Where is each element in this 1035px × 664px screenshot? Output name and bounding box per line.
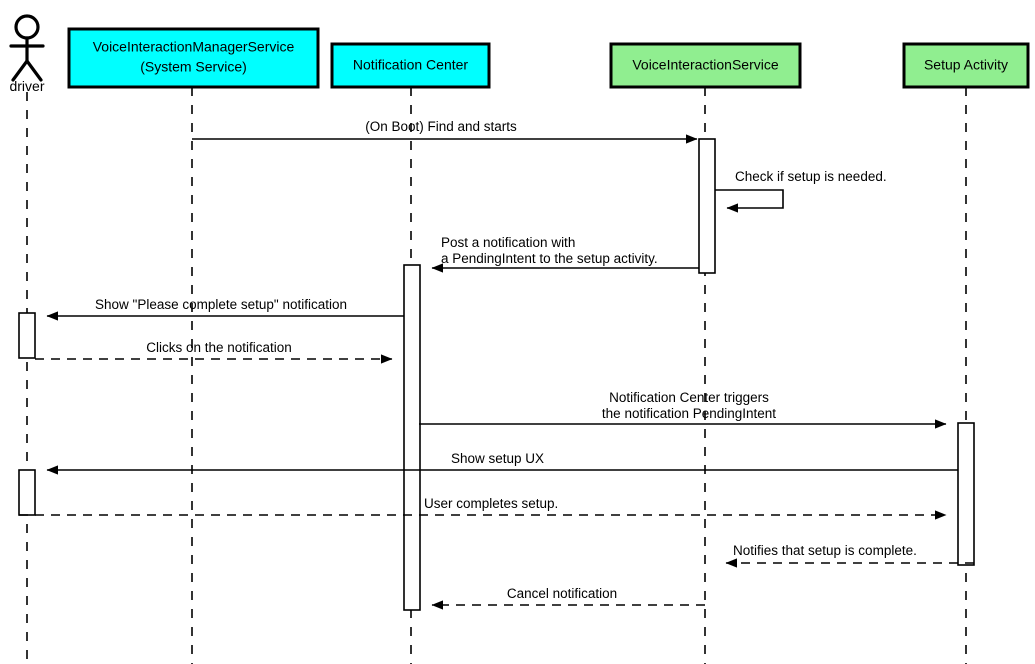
participant-box-voiceinteractionservice [609, 42, 802, 89]
actor-head-icon [14, 14, 40, 40]
participant-box-setup-activity [902, 42, 1030, 89]
message-cancel-notification[interactable]: Cancel notification [431, 586, 705, 610]
participant-label-voiceinteractionservice: VoiceInteractionService [632, 57, 779, 73]
message-label-4: Show "Please complete setup" notificatio… [95, 297, 347, 312]
participant-label-vims-line1: VoiceInteractionManagerService [93, 39, 295, 55]
message-label-9: Notifies that setup is complete. [733, 543, 917, 558]
message-show-please-complete-setup-notification[interactable]: Show "Please complete setup" notificatio… [46, 297, 404, 321]
activation-notification-center-1 [403, 264, 421, 611]
participant-voiceinteractionservice[interactable]: VoiceInteractionService [609, 42, 802, 89]
message-label-3-line2: a PendingIntent to the setup activity. [441, 251, 658, 266]
message-notifies-that-setup-is-complete[interactable]: Notifies that setup is complete. [725, 543, 974, 568]
participant-driver[interactable]: driver [9, 14, 45, 94]
message-label-6-line1: Notification Center triggers [609, 390, 769, 405]
message-user-completes-setup[interactable]: User completes setup. [19, 496, 947, 520]
message-show-setup-ux[interactable]: Show setup UX [46, 451, 958, 475]
message-label-8: User completes setup. [424, 496, 558, 511]
participant-label-driver: driver [9, 78, 44, 94]
activation-driver-2 [18, 469, 36, 516]
message-label-5: Clicks on the notification [146, 340, 292, 355]
actor-leg-left-icon [11, 59, 29, 82]
participant-box-vims [67, 27, 320, 89]
participant-notification-center[interactable]: Notification Center [330, 42, 491, 89]
message-label-7: Show setup UX [451, 451, 544, 466]
actor-leg-right-icon [25, 59, 43, 82]
participant-setup-activity[interactable]: Setup Activity [902, 42, 1030, 89]
message-clicks-on-the-notification[interactable]: Clicks on the notification [35, 340, 393, 364]
activation-driver-1 [18, 312, 36, 359]
activation-setup-activity-1 [957, 422, 975, 566]
message-notification-center-triggers-pendingintent[interactable]: Notification Center triggers the notific… [419, 390, 947, 429]
activations-group [18, 138, 975, 611]
activation-voiceinteractionservice-1 [698, 138, 716, 274]
message-label-10: Cancel notification [507, 586, 617, 601]
message-label-6-line2: the notification PendingIntent [602, 406, 776, 421]
message-on-boot-find-and-starts[interactable]: (On Boot) Find and starts [192, 119, 698, 144]
message-label-2: Check if setup is needed. [735, 169, 887, 184]
participant-vims[interactable]: VoiceInteractionManagerService (System S… [67, 27, 320, 89]
message-post-a-notification[interactable]: Post a notification with a PendingIntent… [431, 235, 699, 273]
message-check-if-setup-is-needed[interactable]: Check if setup is needed. [715, 169, 887, 213]
participant-label-setup-activity: Setup Activity [924, 57, 1008, 73]
participant-box-notification-center [330, 42, 491, 89]
message-label-3-line1: Post a notification with [441, 235, 575, 250]
participant-label-notification-center: Notification Center [353, 57, 469, 73]
message-arrow-2-self [715, 189, 784, 213]
message-label-1: (On Boot) Find and starts [365, 119, 517, 134]
participant-label-vims-line2: (System Service) [140, 59, 247, 75]
